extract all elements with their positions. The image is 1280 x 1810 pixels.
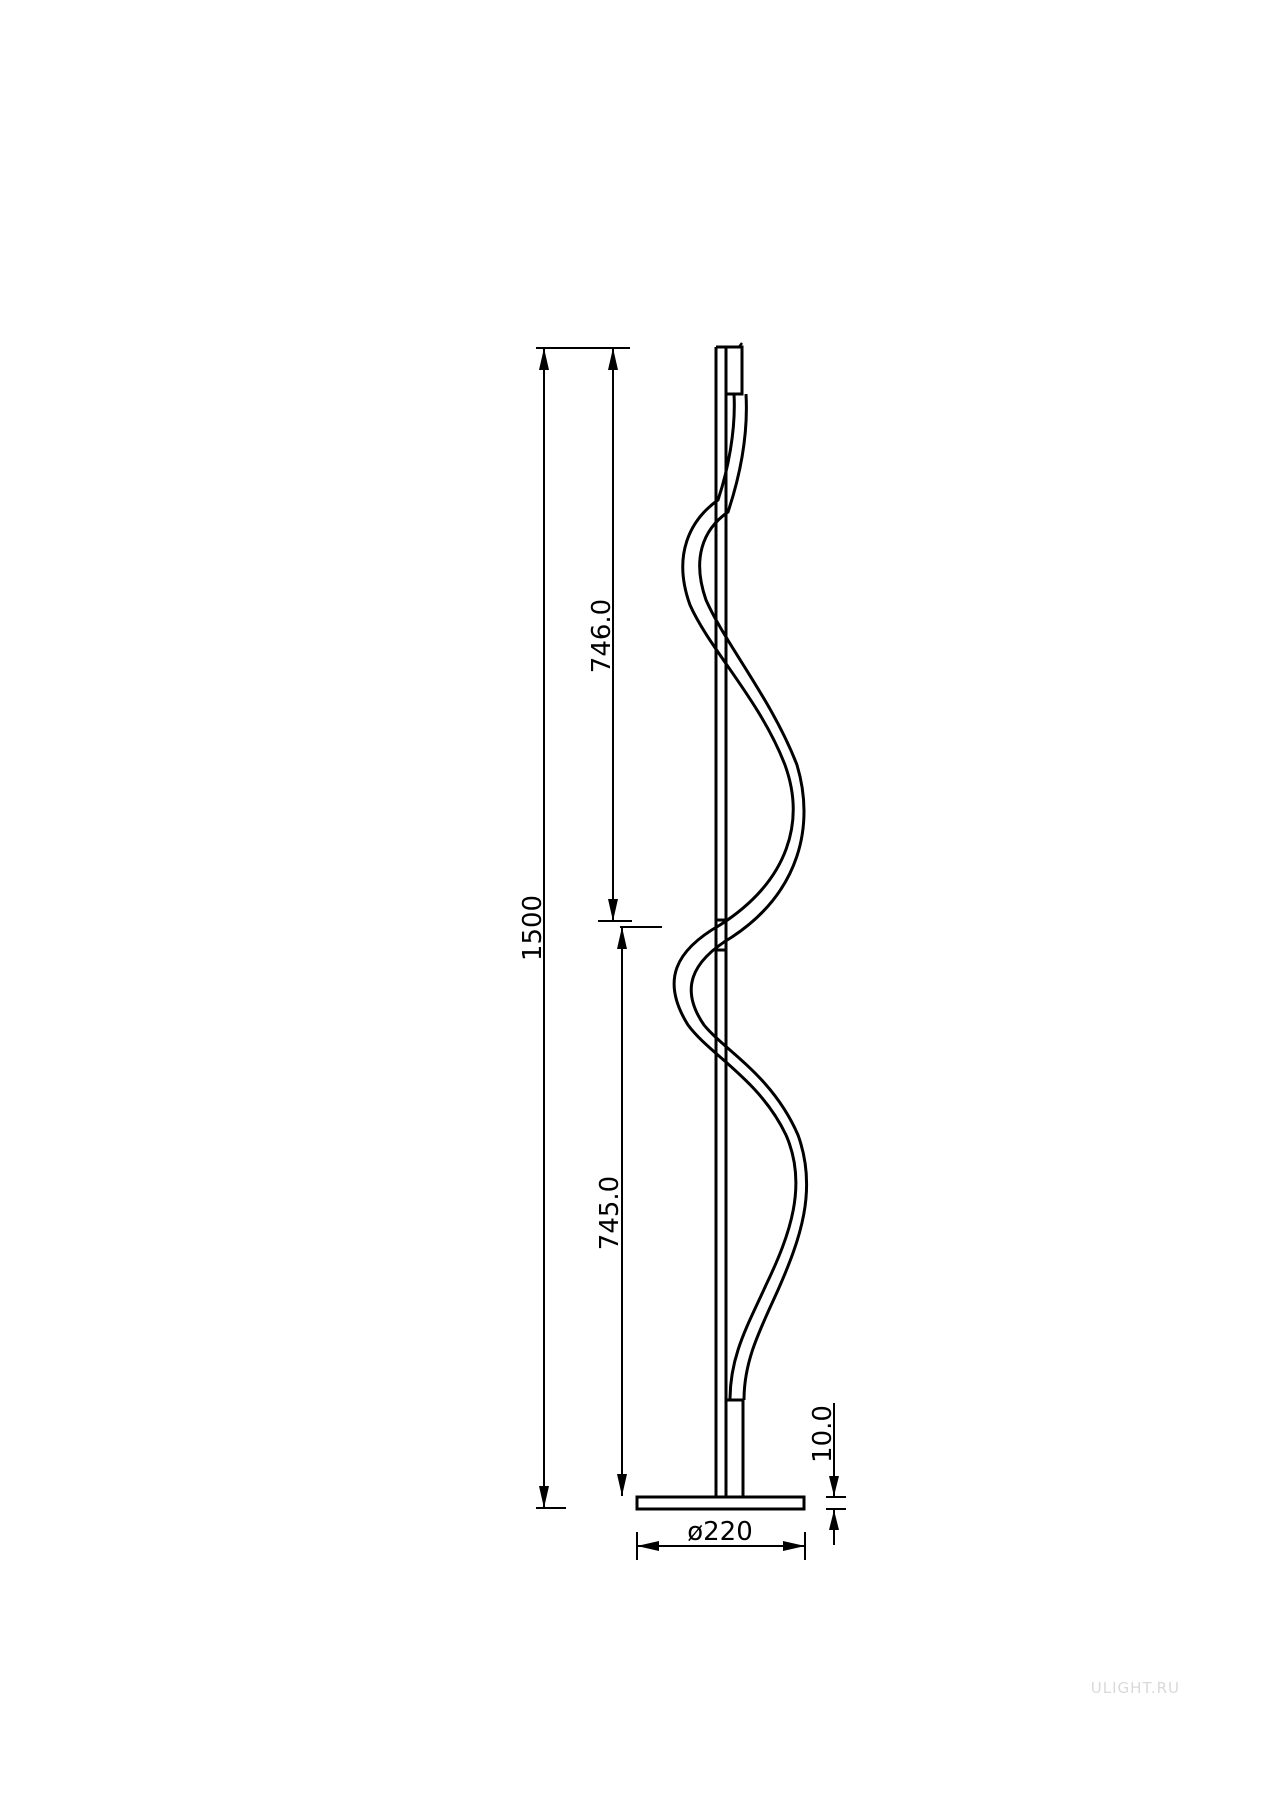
dimension-upper-section: 746.0 [587, 348, 632, 922]
watermark-logo: ULIGHT.RU [1091, 1679, 1180, 1697]
dimension-lower-section: 745.0 [595, 926, 662, 1496]
dimension-base-diameter-label: ø220 [687, 1517, 753, 1547]
lamp-base [635, 1495, 806, 1511]
lamp-wave-tube [672, 393, 809, 1401]
lamp-top-cap [724, 345, 744, 396]
dimension-base-thickness: 10.0 [808, 1403, 846, 1545]
dimension-base-thickness-label: 10.0 [808, 1405, 838, 1463]
dimension-total-height-label: 1500 [518, 895, 548, 961]
lamp-bottom-cap [724, 1398, 745, 1499]
dimension-lower-section-label: 745.0 [595, 1176, 625, 1250]
lamp-middle-joint [714, 918, 728, 952]
dimension-upper-section-label: 746.0 [587, 599, 617, 673]
dimension-base-diameter: ø220 [636, 1517, 806, 1560]
dimension-total-height: 1500 [518, 347, 630, 1509]
